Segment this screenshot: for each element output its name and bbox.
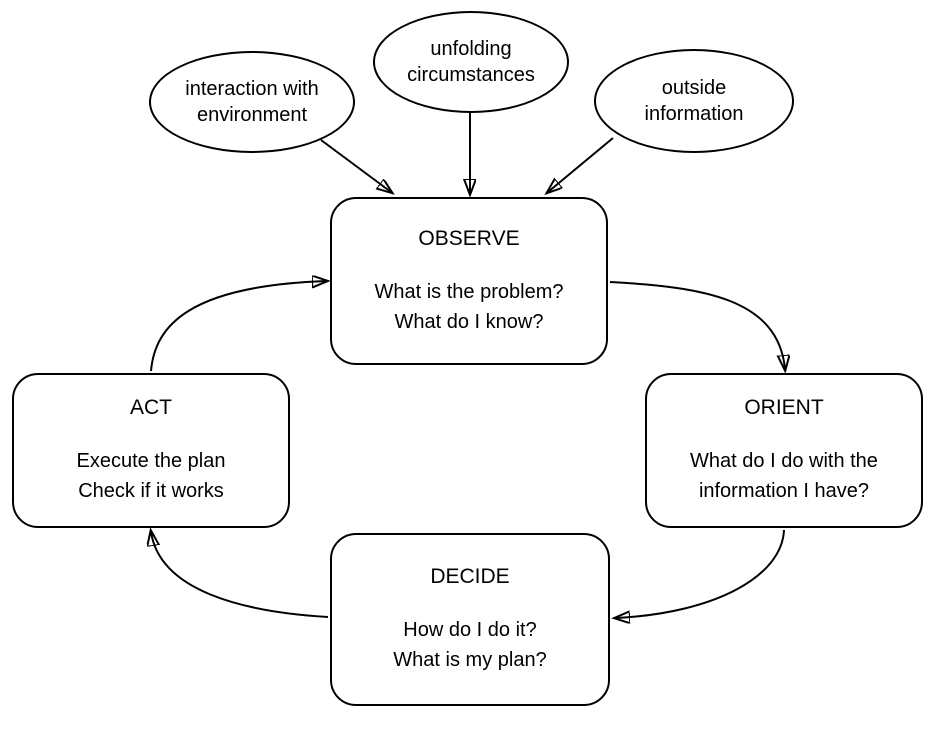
node-text-line: What do I know? <box>394 310 544 333</box>
node-decide: DECIDE How do I do it? What is my plan? <box>330 533 610 706</box>
arrow-interaction-to-observe <box>320 139 391 192</box>
node-orient: ORIENT What do I do with the information… <box>645 373 923 528</box>
node-text-line: What do I do with the <box>690 450 878 472</box>
node-text-line: Execute the plan <box>76 450 226 472</box>
arrow-act-to-observe <box>150 281 326 372</box>
ellipse-label-line: outside <box>661 77 727 99</box>
ellipse-outside-information: outside information <box>594 49 794 153</box>
node-text-line: Check if it works <box>78 480 224 502</box>
ellipse-unfolding-circumstances: unfolding circumstances <box>373 11 569 113</box>
ellipse-interaction-with-environment: interaction with environment <box>149 51 355 153</box>
ellipse-label-line: information <box>644 103 744 125</box>
node-text-line: What is my plan? <box>393 649 547 671</box>
node-act: ACT Execute the plan Check if it works <box>12 373 290 528</box>
ellipse-label-line: environment <box>196 104 308 126</box>
node-observe: OBSERVE What is the problem? What do I k… <box>330 197 608 365</box>
node-text-line: information I have? <box>698 480 870 502</box>
node-text-line: What is the problem? <box>374 280 564 303</box>
arrow-decide-to-act <box>151 532 329 618</box>
arrow-orient-to-decide <box>616 529 785 618</box>
node-title: OBSERVE <box>418 226 520 250</box>
ellipse-label-line: unfolding <box>430 38 512 60</box>
ellipse-label-line: circumstances <box>407 64 535 86</box>
ellipse-label-line: interaction with <box>185 78 319 100</box>
node-title: ACT <box>130 396 172 419</box>
arrow-outside-to-observe <box>548 137 614 192</box>
node-text-line: How do I do it? <box>403 619 537 641</box>
arrow-observe-to-orient <box>609 281 785 369</box>
node-title: ORIENT <box>744 396 824 419</box>
node-title: DECIDE <box>430 565 510 588</box>
